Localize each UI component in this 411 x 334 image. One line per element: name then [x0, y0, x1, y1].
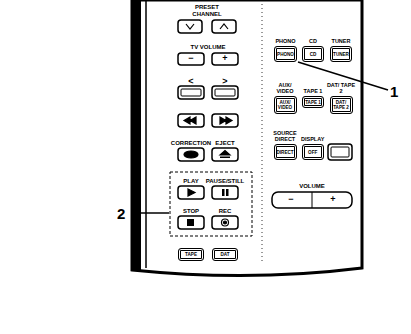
- dashed-group: [170, 172, 252, 236]
- button-face: TUNER: [330, 46, 352, 62]
- button-label: TV VOLUME: [190, 44, 225, 51]
- button-text: CD: [310, 52, 317, 57]
- remote-button: TAPE 1 TAPE 1: [302, 88, 324, 108]
- button-label: EJECT: [215, 140, 234, 147]
- button-label: VOLUME: [299, 183, 325, 190]
- button-label: <: [188, 77, 193, 86]
- remote-button: CD CD: [302, 38, 324, 62]
- button-caption: PHONO: [275, 38, 295, 44]
- remote-button: DAT: [212, 248, 238, 261]
- button-face: PHONO: [274, 46, 297, 62]
- button-label: −: [288, 195, 293, 204]
- button-text: TUNER: [333, 52, 349, 57]
- button-face: TAPE: [178, 248, 204, 261]
- button-label: >: [222, 77, 227, 86]
- button-caption: CD: [309, 38, 317, 44]
- left-buttons: [178, 20, 352, 229]
- button-caption: AUX/ VIDEO: [270, 82, 300, 94]
- button-caption: TUNER: [332, 38, 351, 44]
- button-label: +: [330, 195, 335, 204]
- button-text: TAPE 1: [305, 100, 321, 105]
- remote-button: PHONO PHONO: [274, 38, 297, 62]
- remote-button: DAT/ TAPE 2 DAT/ TAPE 2: [326, 82, 356, 114]
- button-inner-edges: [181, 89, 349, 208]
- button-caption: TAPE 1: [304, 88, 323, 94]
- remote-button: DISPLAY OFF: [301, 136, 324, 160]
- leader-line: [131, 212, 169, 214]
- button-label: PLAY: [183, 178, 198, 185]
- button-label: REC: [219, 208, 232, 215]
- button-face: CD: [302, 46, 324, 62]
- button-caption: DAT/ TAPE 2: [326, 82, 356, 94]
- button-caption: SOURCE DIRECT: [270, 130, 300, 142]
- button-face: OFF: [302, 144, 324, 160]
- button-text: TAPE: [185, 252, 197, 257]
- button-text: DIRECT: [277, 150, 294, 155]
- remote-body: [132, 0, 362, 276]
- button-text: AUX/ VIDEO: [277, 100, 294, 110]
- button-text: DAT: [220, 252, 229, 257]
- button-text: OFF: [308, 150, 317, 155]
- button-symbols: [184, 24, 232, 226]
- button-face: DAT: [212, 248, 238, 261]
- button-label: PRESET CHANNEL: [189, 4, 225, 17]
- button-label: CORRECTION: [171, 140, 211, 147]
- button-face: DAT/ TAPE 2: [330, 96, 353, 114]
- remote-button: SOURCE DIRECT DIRECT: [270, 130, 300, 160]
- callout-number: 1: [390, 84, 398, 99]
- button-label: STOP: [183, 208, 199, 215]
- callout-number: 2: [117, 206, 125, 221]
- button-face: DIRECT: [274, 144, 297, 160]
- button-face: AUX/ VIDEO: [274, 96, 297, 114]
- remote-edge-line: [145, 0, 147, 268]
- button-label: +: [222, 54, 227, 63]
- button-label: PAUSE/STILL: [206, 178, 245, 185]
- button-label: −: [188, 54, 193, 63]
- button-text: PHONO: [277, 52, 294, 57]
- remote-button: AUX/ VIDEO AUX/ VIDEO: [270, 82, 300, 114]
- button-text: DAT/ TAPE 2: [333, 100, 350, 110]
- button-face: TAPE 1: [302, 96, 324, 108]
- remote-button: TAPE: [178, 248, 204, 261]
- remote-edge: [132, 0, 141, 270]
- remote-button: TUNER TUNER: [330, 38, 352, 62]
- button-caption: DISPLAY: [301, 136, 324, 142]
- panel-divider: [262, 0, 263, 262]
